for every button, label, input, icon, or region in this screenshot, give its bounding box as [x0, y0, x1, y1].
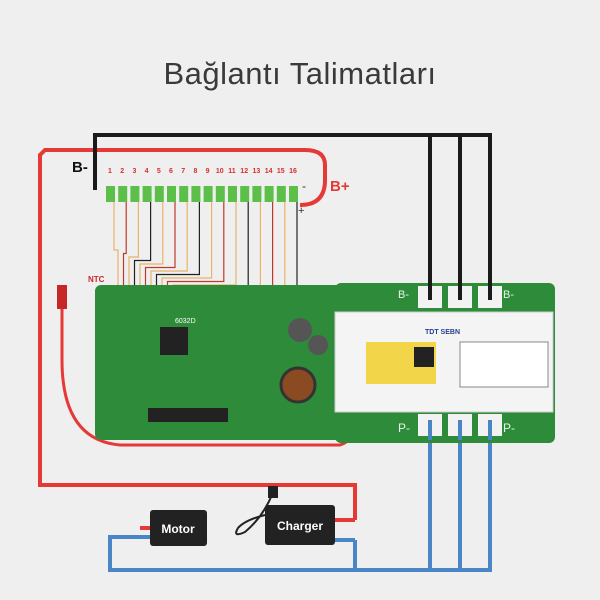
- balance-wire: [128, 202, 139, 290]
- battery-cell: [167, 186, 176, 202]
- capacitor: [288, 318, 312, 342]
- balance-wire: [166, 202, 225, 290]
- board-b-minus-label: B-: [398, 289, 409, 301]
- balance-wire: [161, 202, 213, 290]
- cell-number: 10: [216, 168, 224, 175]
- balance-wire: [155, 202, 200, 290]
- cell-number: 13: [253, 168, 261, 175]
- battery-cell: [252, 186, 262, 202]
- red-connector: [57, 285, 67, 309]
- balance-wire: [113, 202, 119, 290]
- cell-number: 4: [145, 168, 149, 175]
- page-title: Bağlantı Talimatları: [163, 56, 437, 91]
- cell-number: 9: [206, 168, 210, 175]
- b-minus-label: B-: [72, 159, 88, 176]
- cell-number: 7: [181, 168, 185, 175]
- board-b-minus-label-2: B-: [503, 289, 514, 301]
- b-plus-label: B+: [330, 178, 350, 195]
- blue-wire-ends: [428, 420, 492, 440]
- charger-label: Charger: [277, 519, 323, 533]
- board-p-minus-label: P-: [398, 421, 410, 435]
- battery-cell: [191, 186, 201, 202]
- battery-cell: [289, 186, 298, 202]
- cell-number: 2: [120, 168, 124, 175]
- motor-box: [150, 510, 207, 546]
- battery-cell: [106, 186, 115, 202]
- mcu-chip: [160, 327, 188, 355]
- cell-number: 8: [193, 168, 197, 175]
- capacitor: [308, 335, 328, 355]
- board-model: 6032D: [175, 318, 196, 325]
- red-wire-bplus: [38, 148, 357, 520]
- cell-number: 16: [289, 168, 297, 175]
- black-wire-ends: [428, 280, 492, 300]
- cell-plus-label: +: [298, 205, 304, 217]
- cell-number: 11: [228, 168, 236, 175]
- battery-cell: [118, 186, 128, 202]
- balance-wire: [133, 202, 152, 290]
- balance-wire: [177, 202, 249, 290]
- black-wire-bminus: [93, 133, 492, 297]
- battery-cell: [142, 186, 152, 202]
- cell-number: 5: [157, 168, 161, 175]
- battery-cell: [154, 186, 164, 202]
- motor-label: Motor: [161, 522, 195, 536]
- cell-number: 12: [240, 168, 248, 175]
- balance-wire: [139, 202, 164, 290]
- battery-cell: [276, 186, 286, 202]
- battery-cell: [203, 186, 213, 202]
- battery-cell: [240, 186, 250, 202]
- brand-logo: TDT SEBN: [425, 329, 460, 336]
- connector-header: [148, 408, 228, 422]
- cell-number: 1: [108, 168, 112, 175]
- blue-wire-pminus: [108, 420, 492, 572]
- cell-number: 6: [169, 168, 173, 175]
- spec-label: [459, 341, 549, 388]
- cell-number: 15: [277, 168, 285, 175]
- balance-wire: [122, 202, 127, 290]
- battery-cell: [215, 186, 225, 202]
- balance-wire: [172, 202, 237, 290]
- balance-wire: [144, 202, 176, 290]
- board-p-minus-label-2: P-: [503, 421, 515, 435]
- cell-minus-label: -: [302, 179, 306, 193]
- cell-number: 3: [132, 168, 136, 175]
- battery-cell: [264, 186, 274, 202]
- charger-cable: [235, 494, 273, 536]
- inductor: [279, 366, 317, 404]
- battery-cell: [228, 186, 237, 202]
- cell-number: 14: [265, 168, 273, 175]
- ntc-label: NTC: [88, 275, 105, 284]
- qr-code: [414, 347, 434, 367]
- charger-plug-icon: [268, 486, 278, 498]
- battery-cell: [179, 186, 189, 202]
- balance-wire: [150, 202, 188, 290]
- battery-cell: [130, 186, 140, 202]
- charger-box: [265, 505, 335, 545]
